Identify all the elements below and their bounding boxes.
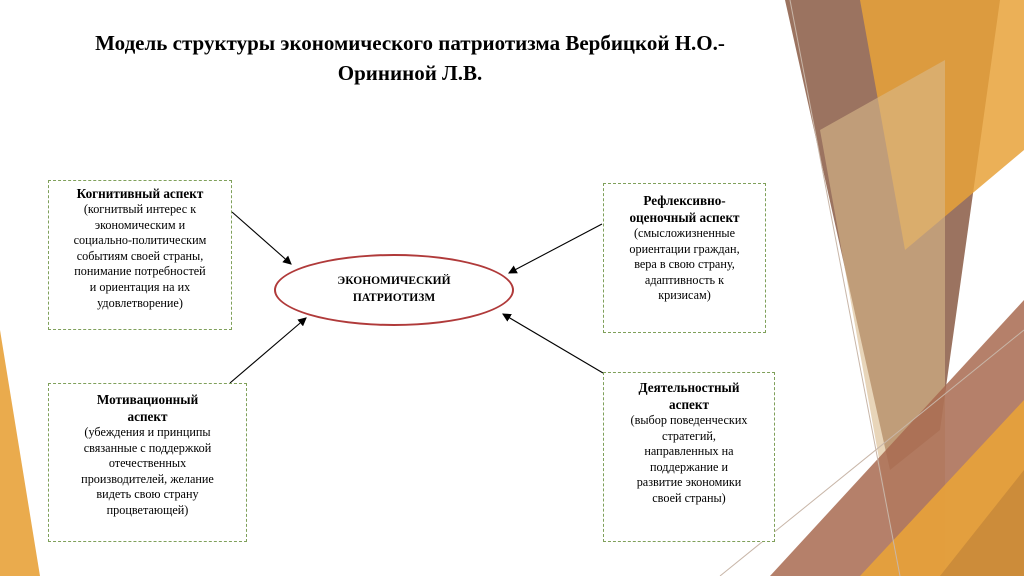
activity-text-4: поддержание и xyxy=(649,459,729,474)
box-cognitive: Когнитивный аспект (когнитвый интерес к … xyxy=(48,180,232,330)
reflexive-heading-1: Рефлексивно- xyxy=(643,193,726,208)
motivational-text-6: процветающей) xyxy=(106,502,189,517)
cognitive-text-2: экономическим и xyxy=(94,217,186,232)
cognitive-text-5: понимание потребностей xyxy=(74,264,206,279)
box-motivational: Мотивационный аспект (убеждения и принци… xyxy=(48,383,247,542)
motivational-heading-2: аспект xyxy=(127,409,168,424)
activity-text-3: направленных на xyxy=(644,444,734,459)
reflexive-heading-2: оценочный аспект xyxy=(629,210,740,225)
cognitive-text-7: удовлетворение) xyxy=(97,295,183,310)
motivational-heading-1: Мотивационный xyxy=(96,392,199,407)
cognitive-text-6: и ориентация на их xyxy=(89,279,191,294)
motivational-text-3: отечественных xyxy=(108,456,187,471)
activity-heading-2: аспект xyxy=(669,397,709,412)
reflexive-text-2: ориентации граждан, xyxy=(629,241,740,256)
center-line-1: ЭКОНОМИЧЕСКИЙ xyxy=(337,275,451,287)
center-line-2: ПАТРИОТИЗМ xyxy=(352,292,436,304)
reflexive-text-3: вера в свою страну, xyxy=(634,257,735,272)
reflexive-text-1: (смысложизненные xyxy=(634,226,735,240)
motivational-text-2: связанные с поддержкой xyxy=(83,440,212,455)
box-reflexive: Рефлексивно- оценочный аспект (смысложиз… xyxy=(603,183,766,333)
reflexive-text-5: кризисам) xyxy=(658,288,711,303)
center-oval: ЭКОНОМИЧЕСКИЙ ПАТРИОТИЗМ xyxy=(274,254,514,326)
page-title: Модель структуры экономического патриоти… xyxy=(0,28,820,88)
motivational-text-5: видеть свою страну xyxy=(96,487,199,502)
title-line-1: Модель структуры экономического патриоти… xyxy=(95,31,725,55)
activity-text-6: своей страны) xyxy=(652,490,726,505)
activity-text-1: (выбор поведенческих xyxy=(630,413,748,427)
motivational-text-4: производителей, желание xyxy=(81,471,214,486)
cognitive-text-4: событиям своей страны, xyxy=(76,248,204,263)
motivational-text-1: (убеждения и принципы xyxy=(84,425,211,439)
cognitive-heading: Когнитивный аспект xyxy=(76,186,204,201)
box-activity: Деятельностный аспект (выбор поведенческ… xyxy=(603,372,775,542)
title-line-2: Орининой Л.В. xyxy=(337,61,483,85)
activity-heading-1: Деятельностный xyxy=(638,380,740,395)
activity-text-2: стратегий, xyxy=(662,428,716,443)
activity-text-5: развитие экономики xyxy=(636,475,742,490)
cognitive-text-1: (когнитвый интерес к xyxy=(83,202,197,216)
reflexive-text-4: адаптивность к xyxy=(644,272,725,287)
cognitive-text-3: социально-политическим xyxy=(73,233,207,248)
